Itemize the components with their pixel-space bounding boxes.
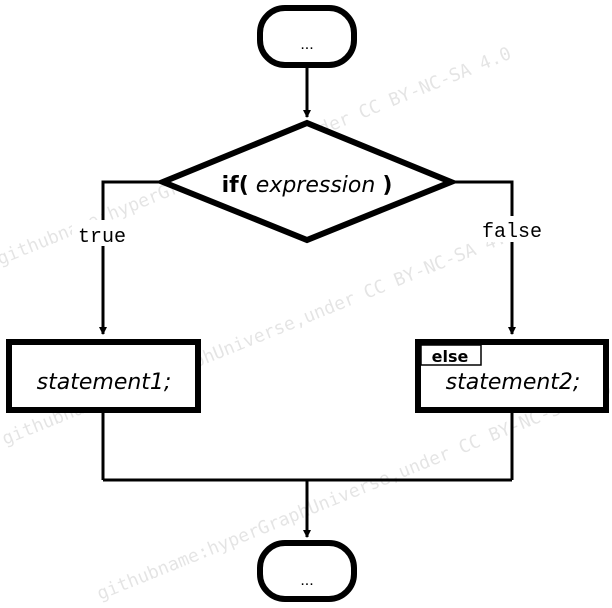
end-label: ... bbox=[300, 572, 313, 589]
watermark-text-2: githubname:hyperGraphUniverse,under CC B… bbox=[0, 223, 519, 450]
end-terminal bbox=[257, 540, 357, 602]
false-branch-label: false bbox=[482, 221, 542, 244]
decision-close: ) bbox=[382, 173, 392, 198]
decision-text: if( expression ) bbox=[222, 173, 393, 198]
true-label-bg bbox=[72, 220, 132, 246]
arrow-false-branch bbox=[451, 180, 516, 335]
arrow-true-branch bbox=[99, 180, 163, 335]
statement2-text: statement2; bbox=[446, 370, 581, 395]
decision-keyword: if( bbox=[222, 173, 249, 198]
true-branch-label: true bbox=[78, 226, 126, 249]
else-tag-label: else bbox=[432, 347, 469, 366]
start-label: ... bbox=[300, 36, 313, 53]
false-label-bg bbox=[475, 216, 549, 242]
statement1-box bbox=[6, 339, 201, 413]
decision-diamond bbox=[155, 119, 459, 244]
else-tag-box bbox=[420, 344, 482, 366]
decision-condition: expression bbox=[256, 173, 376, 198]
statement1-text: statement1; bbox=[37, 370, 172, 395]
